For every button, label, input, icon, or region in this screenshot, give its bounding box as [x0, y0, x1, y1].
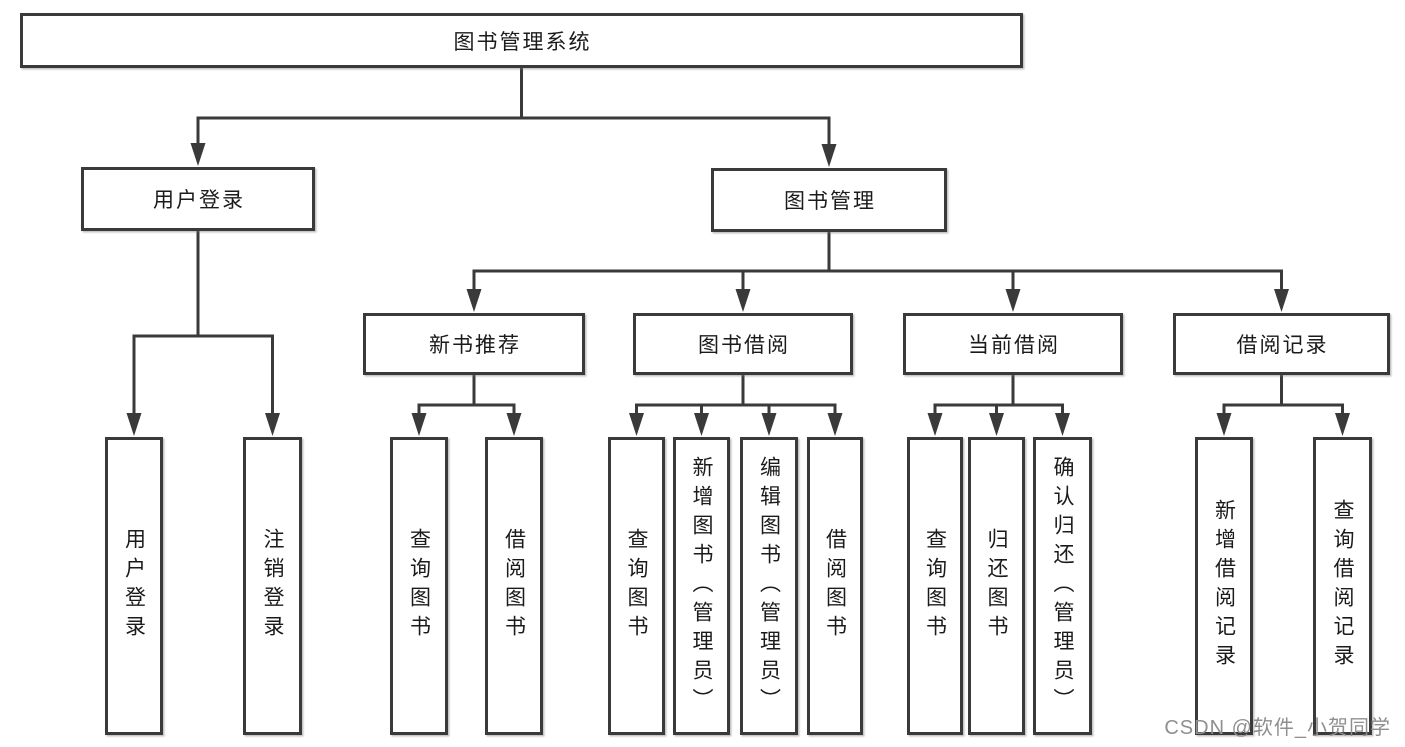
node-bb-query-label: 查询图书 [625, 528, 648, 644]
node-root-label: 图书管理系统 [453, 30, 592, 54]
arrowhead-icon [126, 413, 142, 436]
arrowhead-icon [1055, 413, 1070, 436]
node-current-borrow: 当前借阅 [903, 313, 1123, 375]
node-br-query-label: 查询借阅记录 [1331, 499, 1354, 673]
node-book-borrow-label: 图书借阅 [698, 334, 790, 357]
arrowhead-icon [927, 413, 943, 436]
node-root: 图书管理系统 [20, 13, 1023, 68]
node-bb-add-label: 新增图书（管理员） [690, 455, 713, 717]
arrowhead-icon [735, 289, 751, 312]
node-bb-borrow: 借阅图书 [807, 437, 863, 735]
arrowhead-icon [1005, 289, 1021, 312]
node-borrow-records-label: 借阅记录 [1236, 334, 1329, 357]
node-current-borrow-label: 当前借阅 [968, 334, 1060, 357]
node-new-book-rec: 新书推荐 [363, 313, 585, 375]
arrowhead-icon [466, 289, 482, 312]
node-user-login-leaf-label: 用户登录 [122, 528, 146, 644]
node-nbr-borrow: 借阅图书 [485, 437, 543, 735]
node-book-mgmt: 图书管理 [711, 168, 947, 232]
node-user-login-leaf: 用户登录 [105, 437, 163, 735]
node-bb-query: 查询图书 [608, 437, 665, 735]
arrowhead-icon [827, 413, 843, 436]
arrowhead-icon [629, 413, 644, 436]
watermark: CSDN @软件_小贺同学 [1164, 717, 1391, 739]
node-book-mgmt-label: 图书管理 [784, 190, 876, 213]
arrowhead-icon [1274, 289, 1289, 312]
node-cb-confirm: 确认归还（管理员） [1033, 437, 1092, 735]
arrowhead-icon [761, 413, 777, 436]
node-br-add: 新增借阅记录 [1195, 437, 1253, 735]
node-cb-return-label: 归还图书 [985, 528, 1008, 644]
node-cb-return: 归还图书 [968, 437, 1025, 735]
node-br-add-label: 新增借阅记录 [1212, 499, 1236, 673]
arrowhead-icon [411, 413, 427, 436]
arrowhead-icon [265, 413, 280, 436]
node-bb-edit-label: 编辑图书（管理员） [757, 455, 781, 717]
node-logout-label: 注销登录 [261, 528, 284, 644]
arrowhead-icon [1335, 413, 1350, 436]
arrowhead-icon [821, 144, 837, 167]
arrowhead-icon [506, 413, 522, 436]
arrowhead-icon [989, 413, 1004, 436]
node-book-borrow: 图书借阅 [633, 313, 853, 375]
node-nbr-query: 查询图书 [390, 437, 448, 735]
node-cb-query: 查询图书 [907, 437, 963, 735]
node-nbr-query-label: 查询图书 [407, 528, 431, 644]
arrowhead-icon [190, 143, 206, 166]
node-bb-borrow-label: 借阅图书 [823, 528, 847, 644]
node-new-book-rec-label: 新书推荐 [429, 334, 521, 357]
node-user-login-label: 用户登录 [153, 189, 245, 212]
node-br-query: 查询借阅记录 [1313, 437, 1372, 735]
node-nbr-borrow-label: 借阅图书 [502, 528, 526, 644]
node-cb-confirm-label: 确认归还（管理员） [1051, 455, 1074, 717]
node-borrow-records: 借阅记录 [1173, 313, 1390, 375]
node-user-login: 用户登录 [81, 167, 315, 231]
node-cb-query-label: 查询图书 [923, 528, 947, 644]
node-bb-edit: 编辑图书（管理员） [740, 437, 798, 735]
arrowhead-icon [1216, 413, 1232, 436]
node-logout: 注销登录 [243, 437, 302, 735]
arrowhead-icon [694, 413, 709, 436]
node-bb-add: 新增图书（管理员） [673, 437, 730, 735]
